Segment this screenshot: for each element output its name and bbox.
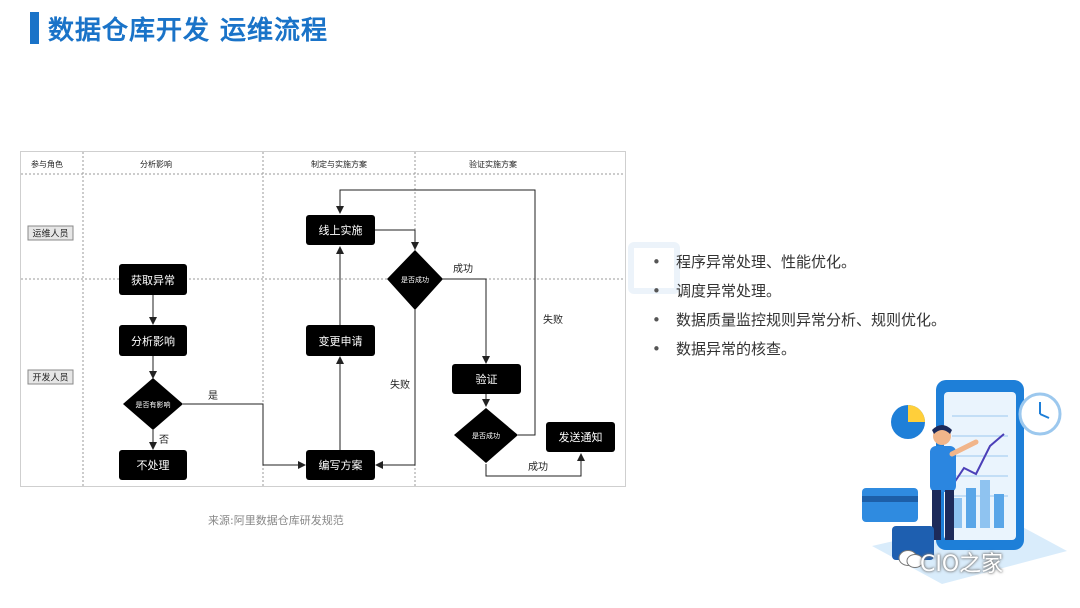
role-box-ops: [27, 225, 74, 241]
analyst-illustration: [862, 380, 1067, 584]
source-caption: 来源:阿里数据仓库研发规范: [208, 514, 344, 527]
node-check-2-label: 是否成功: [472, 431, 500, 440]
node-check-1-label: 是否成功: [401, 275, 429, 284]
page-title: 数据仓库开发 运维流程: [48, 16, 329, 46]
node-has-impact: [123, 378, 183, 430]
person-head: [933, 427, 951, 445]
node-write-plan-label: 编写方案: [319, 458, 363, 472]
node-change-request: [306, 325, 375, 356]
column-header-verify: 验证实施方案: [469, 159, 517, 169]
node-deploy: [306, 215, 375, 245]
node-analyze-impact: [119, 325, 187, 356]
edge-label-fail-2: 失败: [543, 313, 563, 326]
node-analyze-impact-label: 分析影响: [131, 334, 175, 348]
node-verify-label: 验证: [476, 372, 498, 386]
node-notify: [546, 422, 615, 452]
node-get-exception: [119, 264, 187, 295]
node-get-exception-label: 获取异常: [131, 274, 175, 287]
connectors: [149, 189, 585, 477]
nodes: 获取异常 分析影响 是否有影响 不处理 编写方案 变更申请 线上实施 是否成功 …: [119, 215, 615, 480]
flowchart: 参与角色 分析影响 制定与实施方案 验证实施方案 运维人员 开发人员 获取异常 …: [20, 151, 626, 487]
node-check-1: [387, 250, 443, 310]
column-header-plan: 制定与实施方案: [311, 159, 367, 169]
node-deploy-label: 线上实施: [319, 223, 363, 237]
person-body: [930, 446, 956, 492]
chat-icon: [898, 550, 924, 568]
edge-label-success-2: 成功: [528, 461, 548, 473]
bullet-item: 程序异常处理、性能优化。: [652, 250, 946, 279]
edge-label-success-1: 成功: [453, 263, 473, 275]
edge-label-no: 否: [159, 434, 169, 446]
node-has-impact-label: 是否有影响: [136, 400, 171, 409]
edge-label-fail-1: 失败: [390, 378, 410, 391]
brand-watermark: CIO之家: [920, 552, 1004, 577]
bullet-item: 数据质量监控规则异常分析、规则优化。: [652, 308, 946, 337]
node-check-2: [454, 408, 518, 463]
column-header-roles: 参与角色: [31, 159, 63, 169]
flowchart-canvas: 参与角色 分析影响 制定与实施方案 验证实施方案 运维人员 开发人员 获取异常 …: [21, 152, 625, 486]
node-no-action: [119, 450, 187, 480]
bullet-list: 程序异常处理、性能优化。 调度异常处理。 数据质量监控规则异常分析、规则优化。 …: [652, 250, 946, 366]
node-write-plan: [306, 450, 375, 480]
role-label-ops: 运维人员: [32, 228, 68, 240]
node-verify: [452, 364, 521, 394]
title-accent-bar: [30, 12, 39, 44]
role-label-dev: 开发人员: [32, 372, 68, 384]
node-change-request-label: 变更申请: [319, 334, 363, 348]
role-box-dev: [27, 369, 74, 385]
bullet-item: 数据异常的核查。: [652, 337, 946, 366]
node-no-action-label: 不处理: [137, 459, 170, 472]
column-header-analyze: 分析影响: [140, 159, 172, 169]
card-illustration: [862, 488, 918, 522]
bullet-item: 调度异常处理。: [652, 279, 946, 308]
edge-label-yes: 是: [208, 390, 218, 402]
node-notify-label: 发送通知: [559, 430, 603, 444]
swimlane-grid: [21, 152, 625, 486]
